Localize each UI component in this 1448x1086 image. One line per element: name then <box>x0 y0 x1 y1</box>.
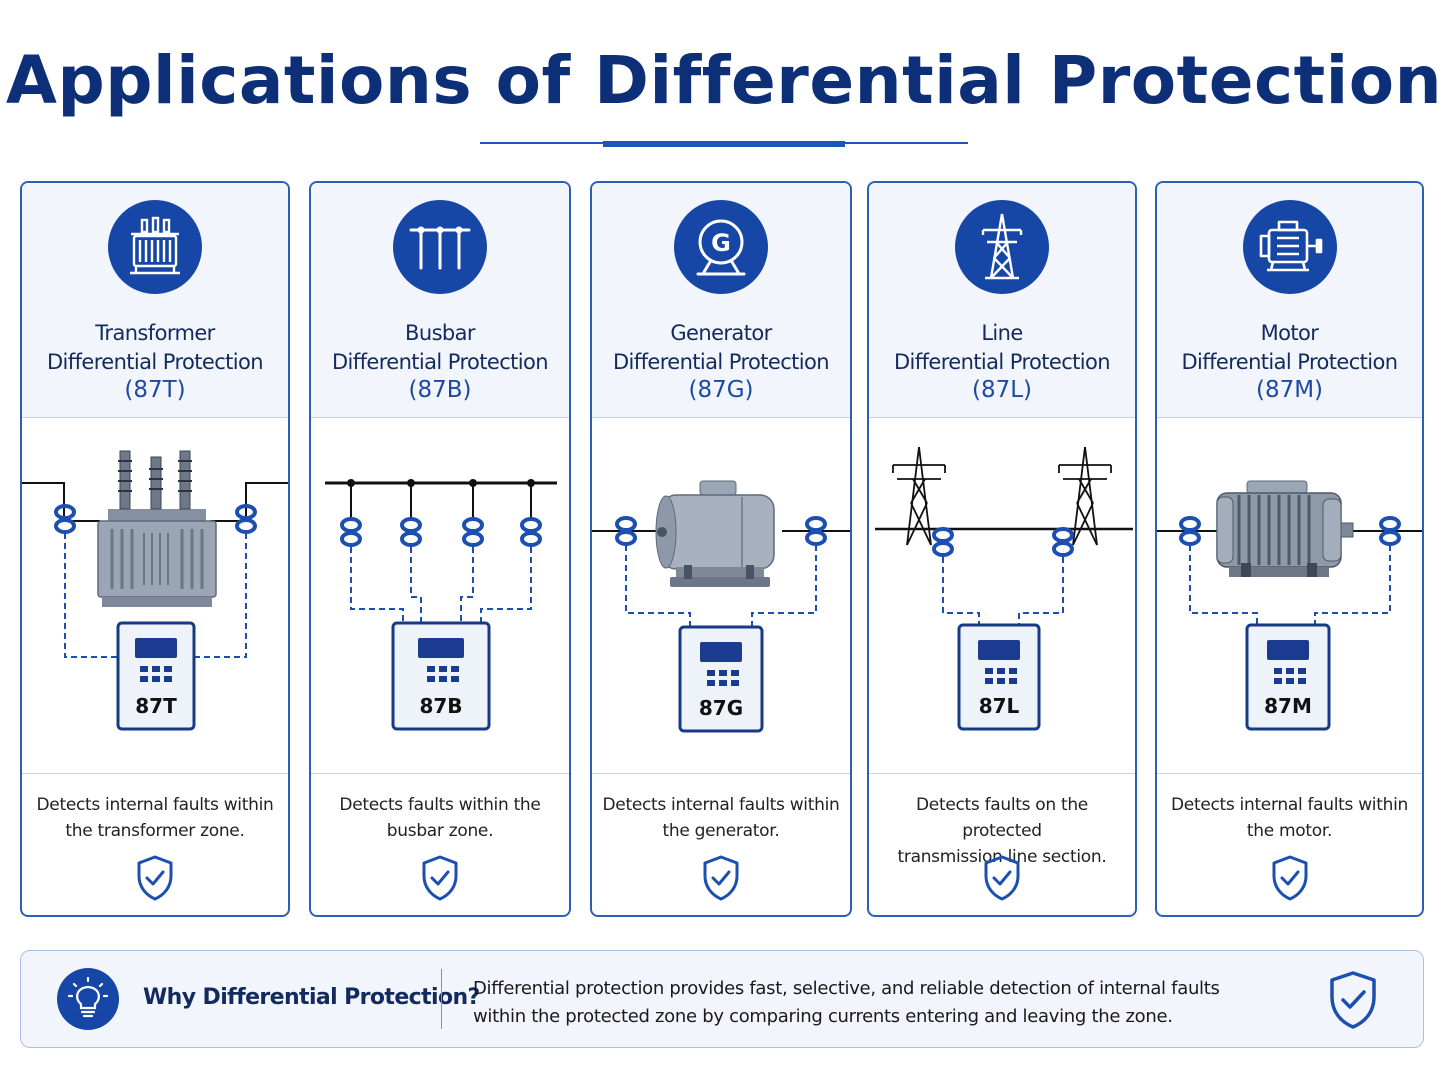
relay-87g: 87G <box>678 625 764 733</box>
why-differential-panel: Why Differential Protection? Differentia… <box>20 950 1424 1048</box>
lightbulb-icon <box>57 968 119 1030</box>
card-name: Busbar <box>405 321 475 345</box>
bottom-description-line: within the protected zone by comparing c… <box>473 1006 1173 1027</box>
motor-diagram: 87M <box>1157 417 1422 773</box>
card-line: Line Differential Protection (87L) <box>867 181 1137 917</box>
current-transformer-icon <box>54 504 257 534</box>
description-line: Detects internal faults within <box>1171 795 1408 815</box>
card-name: Motor <box>1260 321 1319 345</box>
description-line: busbar zone. <box>386 821 494 841</box>
card-name: Line <box>981 321 1023 345</box>
card-footer: Detects internal faults within the motor… <box>1157 773 1422 915</box>
card-code: (87B) <box>408 377 472 403</box>
svg-text:G: G <box>711 229 731 257</box>
transformer-body <box>97 450 217 607</box>
description-line: Detects faults on the protected <box>916 795 1088 841</box>
bottom-heading: Why Differential Protection? <box>143 985 480 1010</box>
card-description: Detects internal faults within the trans… <box>30 792 280 844</box>
bottom-description-line: Differential protection provides fast, s… <box>473 978 1220 999</box>
card-footer: Detects faults on the protected transmis… <box>869 773 1135 915</box>
card-header: Line Differential Protection (87L) <box>869 183 1135 418</box>
divider <box>441 969 442 1029</box>
card-motor: Motor Differential Protection (87M) <box>1155 181 1424 917</box>
card-header: G Generator Differential Protection (87G… <box>592 183 850 418</box>
card-header: Transformer Differential Protection (87T… <box>22 183 288 418</box>
relay-label: 87T <box>135 694 177 718</box>
card-code: (87T) <box>124 377 186 403</box>
generator-body <box>655 480 775 587</box>
title-underline-accent <box>603 141 845 147</box>
shield-check-icon <box>703 855 739 901</box>
card-title: Busbar Differential Protection <box>311 319 569 377</box>
shield-check-icon <box>1330 971 1376 1029</box>
card-description: Detects internal faults within the motor… <box>1165 792 1414 844</box>
relay-label: 87G <box>699 696 743 720</box>
line-diagram: 87L <box>869 417 1135 773</box>
card-name: Transformer <box>95 321 215 345</box>
shield-check-icon <box>1272 855 1307 901</box>
relay-87m: 87M <box>1245 623 1331 731</box>
card-subtitle: Differential Protection <box>1181 350 1398 374</box>
transformer-icon <box>108 200 202 294</box>
transmission-tower-left <box>892 446 946 546</box>
card-description: Detects internal faults within the gener… <box>600 792 842 844</box>
card-transformer: Transformer Differential Protection (87T… <box>20 181 290 917</box>
card-subtitle: Differential Protection <box>893 350 1111 374</box>
description-line: Detects internal faults within <box>602 795 840 815</box>
card-code: (87L) <box>971 377 1033 403</box>
transmission-tower-right <box>1058 446 1112 546</box>
shield-check-icon <box>137 855 173 901</box>
motor-body <box>1216 480 1354 577</box>
card-code: (87M) <box>1255 377 1324 403</box>
page-title: Applications of Differential Protection <box>5 42 1443 119</box>
description-line: the generator. <box>662 821 780 841</box>
relay-label: 87B <box>419 694 462 718</box>
relay-label: 87M <box>1264 694 1312 718</box>
current-transformer-icon <box>615 516 827 546</box>
generator-diagram: 87G <box>592 417 850 773</box>
relay-87b: 87B <box>391 621 491 731</box>
description-line: the transformer zone. <box>65 821 245 841</box>
relay-label: 87L <box>979 694 1020 718</box>
card-title: Line Differential Protection <box>869 319 1135 377</box>
motor-icon <box>1242 200 1337 294</box>
card-busbar: Busbar Differential Protection (87B) <box>309 181 571 917</box>
description-line: Detects faults within the <box>339 795 541 815</box>
card-title: Transformer Differential Protection <box>22 319 288 377</box>
card-name: Generator <box>670 321 772 345</box>
busbar-diagram: 87B <box>311 417 569 773</box>
description-line: the motor. <box>1246 821 1333 841</box>
relay-87t: 87T <box>116 621 196 731</box>
card-subtitle: Differential Protection <box>331 350 549 374</box>
card-title: Generator Differential Protection <box>592 319 850 377</box>
card-code: (87G) <box>688 377 754 403</box>
description-line: Detects internal faults within <box>36 795 274 815</box>
transmission-tower-icon <box>955 200 1049 294</box>
card-header: Busbar Differential Protection (87B) <box>311 183 569 418</box>
shield-check-icon <box>984 855 1020 901</box>
card-generator: G Generator Differential Protection (87G… <box>590 181 852 917</box>
generator-icon: G <box>674 200 768 294</box>
shield-check-icon <box>422 855 458 901</box>
current-transformer-icon <box>340 517 542 547</box>
card-subtitle: Differential Protection <box>612 350 830 374</box>
card-header: Motor Differential Protection (87M) <box>1157 183 1422 418</box>
current-transformer-icon <box>932 527 1074 557</box>
busbar-icon <box>393 200 487 294</box>
card-footer: Detects internal faults within the trans… <box>22 773 288 915</box>
card-description: Detects faults within the busbar zone. <box>319 792 561 844</box>
transformer-diagram: 87T <box>22 417 288 773</box>
card-footer: Detects internal faults within the gener… <box>592 773 850 915</box>
card-title: Motor Differential Protection <box>1157 319 1422 377</box>
card-footer: Detects faults within the busbar zone. <box>311 773 569 915</box>
relay-87l: 87L <box>957 623 1041 731</box>
bottom-description: Differential protection provides fast, s… <box>473 975 1273 1031</box>
card-subtitle: Differential Protection <box>46 350 264 374</box>
current-transformer-icon <box>1179 516 1401 546</box>
